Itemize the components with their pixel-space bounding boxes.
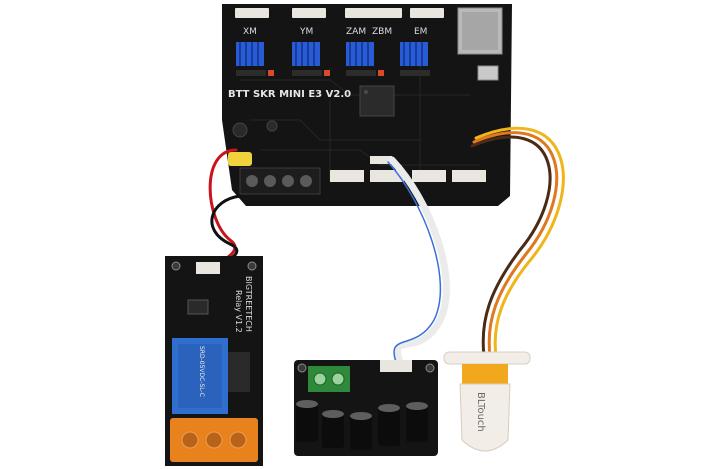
screw-terminals — [239, 167, 321, 195]
probe-body — [459, 383, 511, 452]
heatsink-y — [292, 42, 320, 66]
capacitors — [296, 400, 428, 450]
ribbon-cable-blue-stripe — [387, 161, 442, 363]
usb-port — [477, 65, 499, 81]
heatsink-z — [346, 42, 374, 66]
probe-collar — [462, 364, 508, 384]
relay-brand-text: BIGTREETECH — [244, 276, 253, 332]
probe-cable-yellow — [474, 126, 565, 358]
pin-headers — [236, 70, 430, 76]
board-title: BTT SKR MINI E3 V2.0 — [228, 89, 351, 100]
heatsink-e — [400, 42, 428, 66]
probe-cable-brown — [470, 135, 552, 358]
bltouch-probe: BLTouch — [443, 351, 531, 452]
fuse — [228, 152, 252, 166]
control-board: XM YM ZAM ZBM EM — [222, 4, 512, 206]
power-cable-black — [210, 194, 242, 268]
cables — [208, 126, 565, 366]
axis-label-xm: XM — [243, 27, 257, 37]
relay-model-text: Relay V1.2 — [234, 290, 243, 333]
heatsink-x — [236, 42, 264, 66]
relay-module: BIGTREETECH Relay V1.2 SRD-05VDC-SL-C — [165, 256, 263, 466]
probe-cable-orange — [472, 131, 559, 358]
axis-label-em: EM — [414, 27, 427, 37]
probe-mount-plate — [443, 351, 531, 365]
ribbon-cable-white — [388, 156, 450, 366]
axis-label-zbm: ZBM — [372, 27, 392, 37]
bottom-connectors — [330, 156, 486, 182]
jumpers — [268, 70, 384, 76]
axis-label-zam: ZAM — [346, 27, 366, 37]
axis-label-ym: YM — [299, 27, 313, 37]
driver-module — [294, 360, 438, 456]
probe-label: BLTouch — [475, 392, 486, 432]
top-connectors — [235, 8, 444, 18]
stepper-heatsinks — [236, 42, 428, 66]
relay-part-number: SRD-05VDC-SL-C — [198, 346, 205, 397]
